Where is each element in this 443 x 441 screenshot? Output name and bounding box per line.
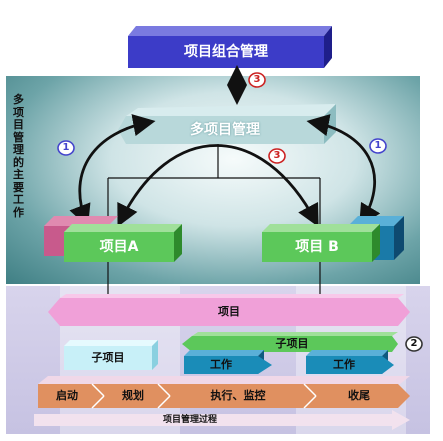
- phase-chevron-plan: [92, 384, 170, 408]
- marker-three-middle-label: 3: [273, 150, 281, 161]
- marker-one-left-label: 1: [62, 142, 70, 153]
- curve-arrow-left: [69, 114, 156, 228]
- subproject-left-box: [64, 340, 158, 370]
- work-left-label: 工作: [210, 358, 232, 371]
- marker-three-top-label: 3: [253, 74, 261, 85]
- marker-three-middle: [268, 148, 286, 164]
- process-label: 项目管理过程: [162, 415, 217, 425]
- work-right-label: 工作: [333, 358, 355, 371]
- phase-chevron-start: [38, 384, 104, 408]
- work-right-box: [306, 350, 394, 374]
- curve-arrow-middle: [117, 144, 319, 228]
- phase-label-start: 启动: [56, 389, 78, 402]
- phase-chevron-execute: [158, 384, 316, 408]
- phase-chevron-close: [304, 384, 410, 408]
- subproject-right-label: 子项目: [275, 337, 309, 350]
- work-left-box: [184, 350, 272, 374]
- curve-arrow-right: [306, 114, 381, 227]
- phase-chevrons: [38, 376, 410, 409]
- phase-label-execute: 执行、监控: [210, 389, 266, 402]
- side-label: 多项目管理的主要工作: [13, 93, 24, 219]
- marker-one-left: [57, 140, 75, 156]
- project-b-label: 项目 B: [295, 239, 339, 255]
- process-arrow: [34, 410, 410, 430]
- project-a-box: [44, 216, 182, 262]
- multi-project-label: 多项目管理: [190, 122, 260, 138]
- marker-one-right: [369, 138, 387, 154]
- portfolio-label: 项目组合管理: [184, 44, 268, 60]
- subproject-right-box: [182, 332, 398, 352]
- project-a-label: 项目A: [99, 239, 139, 255]
- project-b-box: [262, 216, 404, 262]
- project-banner: [48, 294, 410, 326]
- marker-one-right-label: 1: [374, 140, 382, 151]
- portfolio-box: [128, 26, 332, 68]
- project-banner-label: 项目: [218, 305, 240, 318]
- marker-two-label: 2: [410, 338, 418, 349]
- marker-two: [405, 336, 423, 352]
- phase-label-plan: 规划: [122, 389, 144, 402]
- phase-label-close: 收尾: [348, 389, 370, 402]
- subproject-left-label: 子项目: [91, 351, 125, 364]
- marker-three-top: [248, 72, 266, 88]
